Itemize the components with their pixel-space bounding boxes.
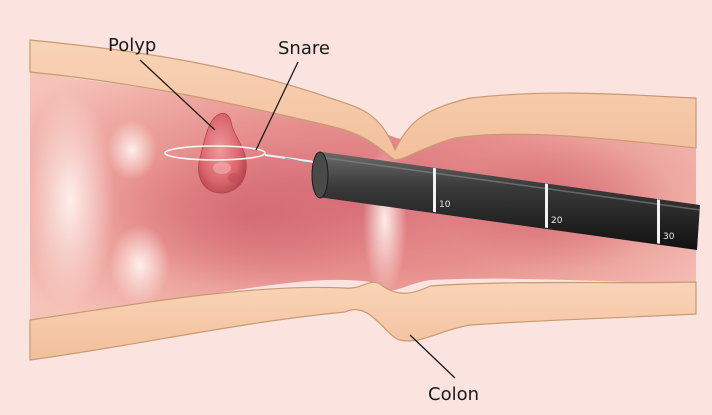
scope-marking-30: 30 — [663, 232, 675, 242]
colon-label: Colon — [428, 384, 479, 405]
polyp-label: Polyp — [108, 35, 156, 56]
scope-marking-20: 20 — [551, 216, 563, 226]
lumen-highlight — [110, 225, 170, 305]
lumen-highlight — [107, 120, 157, 180]
scope-marking-10: 10 — [439, 200, 451, 210]
scope-band-20 — [545, 184, 548, 228]
scope-band-10 — [433, 168, 436, 212]
scope-band-30 — [657, 199, 660, 243]
lumen-highlight — [25, 90, 115, 310]
snare-label: Snare — [278, 38, 330, 59]
